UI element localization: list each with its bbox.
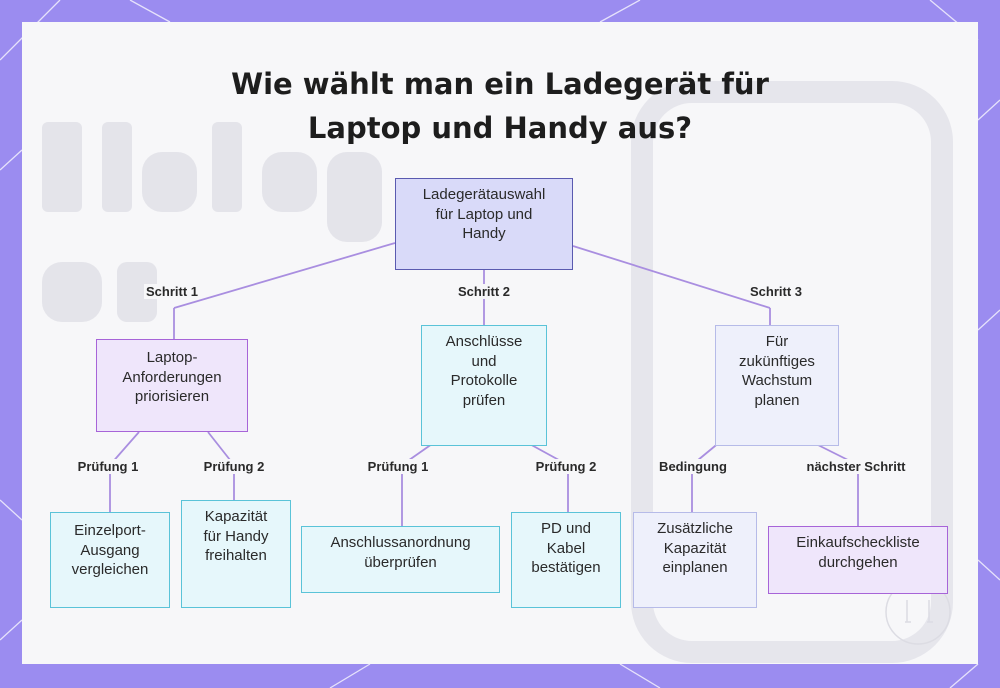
root-line-2: für Laptop und: [435, 205, 533, 223]
branch-node-2: Anschlüsse und Protokolle prüfen: [421, 325, 547, 446]
leaf-5-line-1: Zusätzliche: [657, 520, 733, 537]
leaf-1-line-1: Einzelport-: [74, 522, 146, 539]
branch-node-3: Für zukünftiges Wachstum planen: [715, 325, 839, 446]
leaf-5-line-3: einplanen: [662, 559, 728, 576]
leaf-6-line-1: Einkaufscheckliste: [796, 534, 920, 551]
branch-3-line-3: Wachstum: [741, 372, 813, 389]
leaf-2-line-2: für Handy: [203, 527, 269, 545]
leaf-2-line-1: Kapazität: [204, 508, 268, 525]
leaf-3-line-1: Anschlussanordnung: [330, 534, 471, 551]
leaf-2-line-3: freihalten: [205, 547, 267, 564]
edge-label-pruefung-1-b: Prüfung 1: [365, 459, 431, 474]
branch-1-line-3: priorisieren: [134, 388, 210, 405]
branch-1-line-1: Laptop-: [146, 349, 198, 366]
edge-label-pruefung-2-a: Prüfung 2: [201, 459, 267, 474]
leaf-node-6: Einkaufscheckliste durchgehen: [768, 526, 948, 594]
leaf-node-2: Kapazität für Handy freihalten: [181, 500, 291, 608]
diagram-card: Wie wählt man ein Ladegerät für Laptop u…: [22, 22, 978, 664]
leaf-6-line-2: durchgehen: [818, 553, 898, 571]
branch-2-line-2: und: [471, 352, 497, 370]
leaf-3-line-2: überprüfen: [364, 553, 437, 571]
edge-label-pruefung-1-a: Prüfung 1: [75, 459, 141, 474]
edge-label-bedingung: Bedingung: [657, 459, 729, 474]
title-line-2: Laptop und Handy aus?: [307, 111, 693, 145]
branch-3-line-4: planen: [754, 391, 800, 409]
leaf-node-4: PD und Kabel bestätigen: [511, 512, 621, 608]
branch-3-line-1: Für: [765, 333, 789, 350]
edge-root-branch-1: [173, 242, 396, 309]
root-node: Ladegerätauswahl für Laptop und Handy: [395, 178, 573, 270]
leaf-4-line-3: bestätigen: [531, 559, 601, 576]
leaf-4-line-1: PD und: [540, 520, 592, 537]
root-line-1: Ladegerätauswahl: [422, 186, 546, 203]
edge-label-schritt-3: Schritt 3: [747, 284, 805, 299]
branch-2-line-1: Anschlüsse: [445, 333, 523, 350]
branch-2-line-4: prüfen: [462, 391, 506, 409]
leaf-1-line-2: Ausgang: [80, 541, 140, 559]
leaf-1-line-3: vergleichen: [71, 561, 149, 578]
leaf-4-line-2: Kabel: [546, 539, 586, 557]
edge-label-naechster-schritt: nächster Schritt: [804, 459, 908, 474]
leaf-node-3: Anschlussanordnung überprüfen: [301, 526, 500, 593]
edge-root-branch-3: [572, 245, 771, 309]
title-line-1: Wie wählt man ein Ladegerät für: [231, 67, 769, 101]
diagram-title: Wie wählt man ein Ladegerät für Laptop u…: [22, 62, 978, 150]
branch-3-line-2: zukünftiges: [739, 352, 815, 370]
branch-2-line-3: Protokolle: [450, 372, 518, 389]
branch-1-line-2: Anforderungen: [122, 368, 222, 386]
leaf-node-5: Zusätzliche Kapazität einplanen: [633, 512, 757, 608]
blurred-background-image: [42, 81, 953, 663]
root-line-3: Handy: [462, 225, 506, 242]
leaf-node-1: Einzelport- Ausgang vergleichen: [50, 512, 170, 608]
edge-label-pruefung-2-b: Prüfung 2: [533, 459, 599, 474]
branch-node-1: Laptop- Anforderungen priorisieren: [96, 339, 248, 432]
edge-label-schritt-2: Schritt 2: [455, 284, 513, 299]
leaf-5-line-2: Kapazität: [663, 539, 727, 557]
edge-label-schritt-1: Schritt 1: [143, 284, 201, 299]
